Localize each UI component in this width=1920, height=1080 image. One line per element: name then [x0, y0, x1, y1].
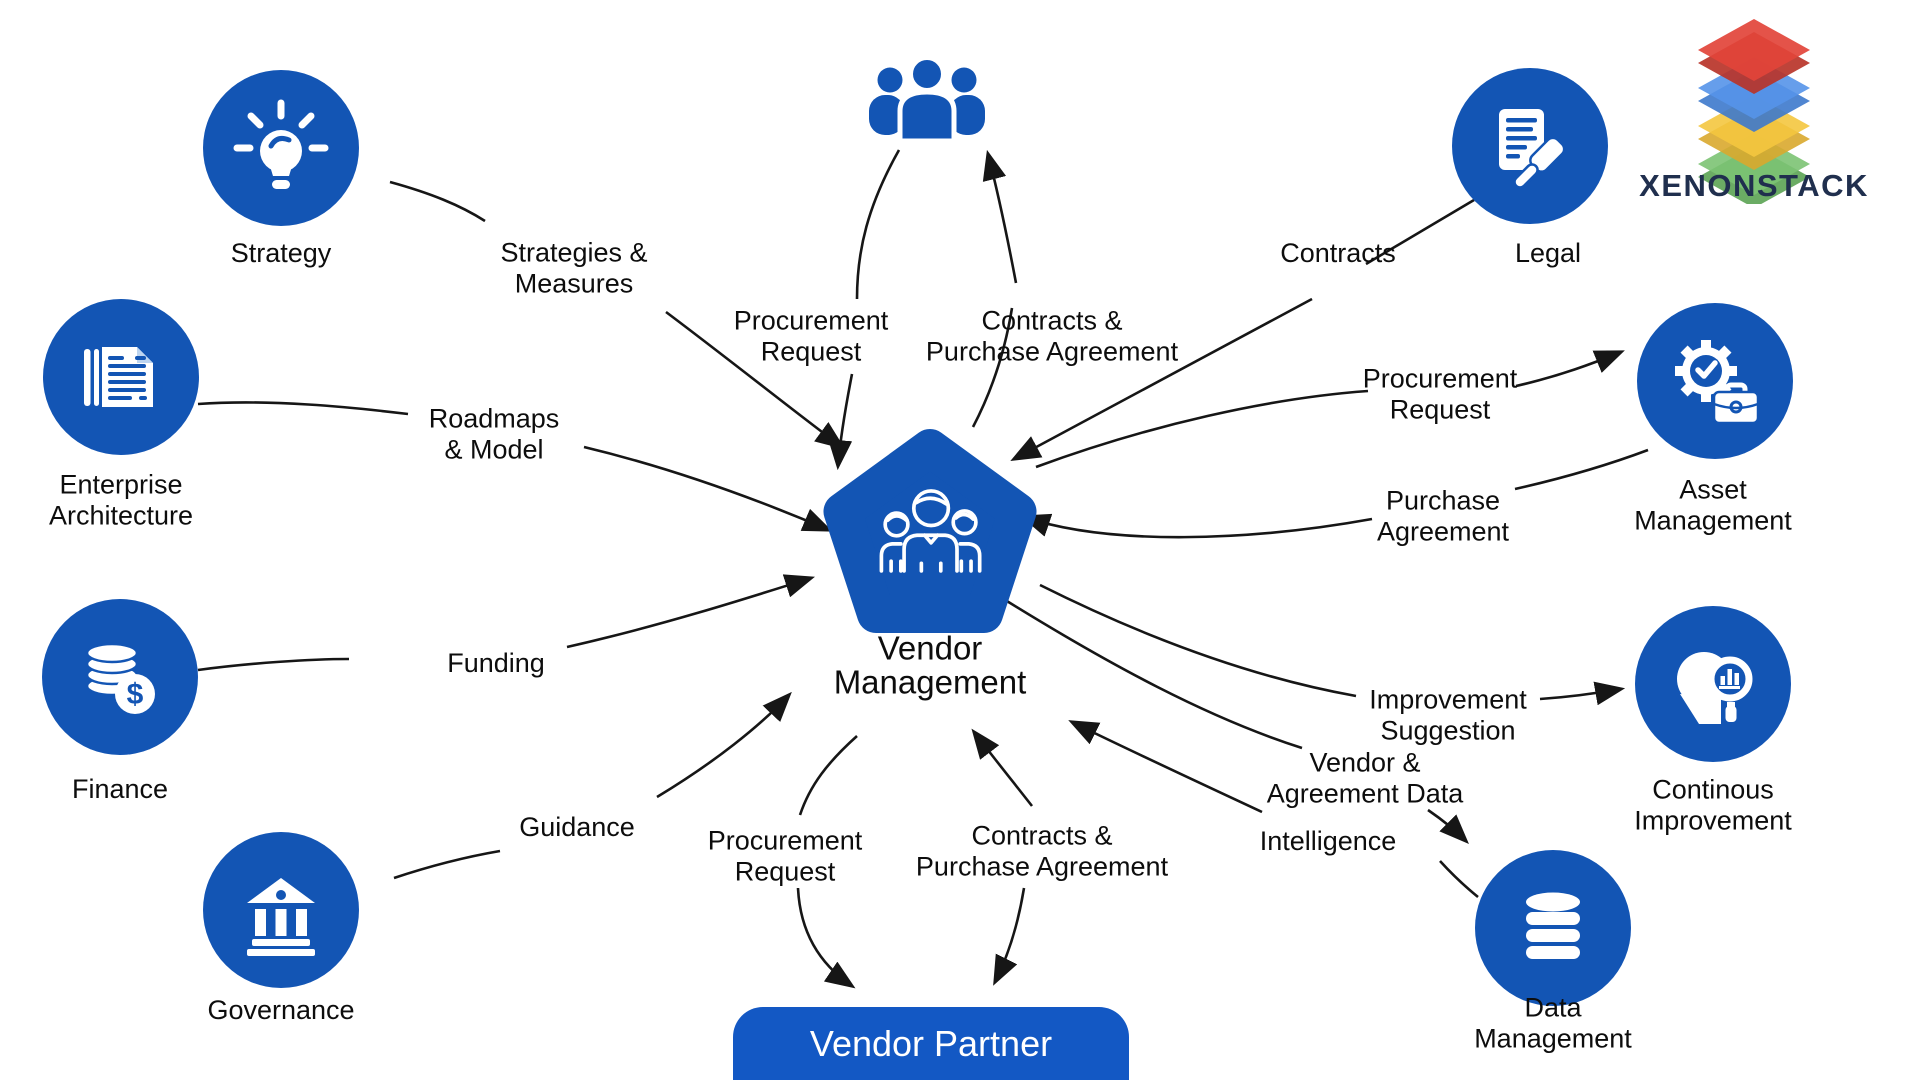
lightbulb-icon — [233, 99, 329, 189]
edge-procreq-right-a — [1035, 389, 1369, 469]
node-legal — [1452, 68, 1608, 224]
edge-ea-a — [197, 401, 409, 416]
edge-label-contracts-purchase-bottom: Contracts & Purchase Agreement — [915, 820, 1169, 882]
edge-cpa-top-a — [971, 307, 1014, 428]
edge-purchagr-a — [1514, 448, 1649, 491]
edge-funding-b — [566, 574, 816, 649]
vendor-partner-node: Vendor Partner — [733, 1007, 1129, 1080]
edge-contracts-a — [1365, 198, 1475, 266]
edge-intel-b — [1068, 720, 1263, 814]
edge-vendordata-b — [1427, 808, 1469, 844]
edge-label-funding: Funding — [447, 647, 545, 678]
edge-vendordata-a — [1001, 596, 1303, 750]
edge-ea-b — [583, 445, 833, 532]
edge-procreq-bot-a — [798, 735, 858, 816]
edge-cpa-top-b — [982, 149, 1018, 284]
edge-contracts-b — [1010, 297, 1313, 461]
edge-procreq-right-b — [1515, 350, 1625, 388]
gear-check-briefcase-icon — [1675, 340, 1760, 425]
edge-purchagr-b — [1020, 513, 1373, 539]
edge-intel-a — [1439, 860, 1479, 899]
node-enterprise-architecture — [43, 299, 199, 455]
pentagon-shape — [823, 429, 1037, 633]
edge-label-vendor-agreement-data: Vendor & Agreement Data — [1266, 747, 1464, 809]
edge-improve-b — [1539, 681, 1626, 706]
edge-procreq-bot-b — [796, 887, 856, 989]
edge-label-guidance: Guidance — [519, 811, 635, 842]
database-icon — [1526, 892, 1580, 959]
edge-strategy-a — [389, 180, 486, 223]
vendor-management-title: Vendor Management — [833, 629, 1027, 701]
edge-label-purchase-agreement: Purchase Agreement — [1376, 485, 1510, 547]
node-label-data-management: Data Management — [1474, 992, 1632, 1054]
documents-icon — [84, 347, 153, 407]
edge-label-contracts: Contracts — [1280, 237, 1396, 268]
edge-guidance-b — [656, 691, 792, 799]
edge-label-strategies-measures: Strategies & Measures — [500, 237, 648, 299]
node-label-finance: Finance — [71, 773, 169, 804]
coins-icon: $ — [85, 642, 155, 714]
edge-label-contracts-purchase-top: Contracts & Purchase Agreement — [925, 305, 1179, 367]
vendor-partner-label: Vendor Partner — [809, 1022, 1053, 1064]
vendor-management-node — [823, 429, 1037, 633]
team-outline-icon — [879, 489, 982, 573]
edge-cpa-bot-a — [971, 728, 1034, 807]
dollar-glyph: $ — [127, 678, 144, 711]
node-label-enterprise-architecture: Enterprise Architecture — [48, 469, 194, 531]
edge-strategy-b — [665, 310, 846, 450]
xenonstack-logo: XENONSTACK — [1639, 19, 1869, 204]
edge-label-procurement-request-top: Procurement Request — [733, 305, 889, 367]
edge-procreq-top-b — [828, 373, 854, 471]
node-finance: $ — [42, 599, 198, 755]
brand-name: XENONSTACK — [1639, 168, 1869, 203]
edge-procreq-top-a — [855, 149, 901, 300]
edge-label-procurement-request-right: Procurement Request — [1362, 363, 1518, 425]
node-governance — [203, 832, 359, 988]
edge-cpa-bot-b — [993, 887, 1026, 986]
people-group-icon — [869, 55, 985, 144]
edge-funding-a — [197, 657, 350, 672]
edge-guidance-a — [393, 849, 501, 880]
legal-document-gavel-icon — [1499, 109, 1566, 189]
node-continuous-improvement — [1635, 606, 1791, 762]
edge-label-procurement-request-bottom: Procurement Request — [707, 825, 863, 887]
node-label-strategy: Strategy — [230, 237, 332, 268]
edge-improve-a — [1039, 583, 1357, 698]
edge-label-improvement-suggestion: Improvement Suggestion — [1369, 684, 1527, 746]
node-asset-management — [1637, 303, 1793, 459]
node-label-governance: Governance — [207, 994, 355, 1025]
node-strategy — [203, 70, 359, 226]
edge-label-intelligence: Intelligence — [1259, 825, 1397, 856]
bank-icon — [247, 878, 315, 956]
node-label-asset-management: Asset Management — [1634, 474, 1792, 536]
node-label-legal: Legal — [1514, 237, 1582, 268]
edge-label-roadmaps-model: Roadmaps & Model — [428, 403, 560, 465]
node-data-management — [1475, 850, 1631, 1006]
node-label-continuous-improvement: Continous Improvement — [1634, 774, 1792, 836]
head-magnifier-icon — [1677, 652, 1753, 724]
logo-layers-icon — [1698, 19, 1810, 204]
